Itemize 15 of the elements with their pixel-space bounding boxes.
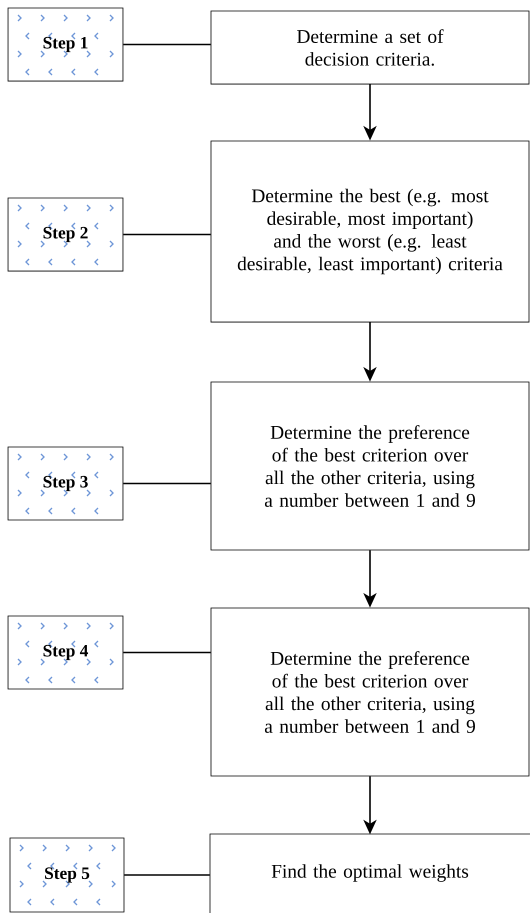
process-box: Determine the preference of the best criterion over all the other criteria, using a number between 1 and 9 xyxy=(210,382,530,550)
step-box: Step 2 xyxy=(8,198,124,272)
step-box: Step 4 xyxy=(8,616,124,690)
connector-line xyxy=(124,874,210,876)
connector-line xyxy=(123,234,211,236)
step-box: Step 3 xyxy=(8,446,124,520)
process-box: Determine a set of decision criteria. xyxy=(210,10,530,84)
connector-line xyxy=(123,482,211,484)
process-box: Determine the best (e.g. most desirable, most important) and the worst (e.g. least desirable, least important) criteria xyxy=(210,140,530,322)
connector-line xyxy=(123,652,211,654)
step-box: Step 1 xyxy=(8,8,124,82)
process-box: Find the optimal weights xyxy=(210,834,530,913)
step-box: Step 5 xyxy=(10,838,124,912)
connector-line xyxy=(123,44,211,46)
process-box: Determine the preference of the best criterion over all the other criteria, using a number between 1 and 9 xyxy=(210,608,530,776)
